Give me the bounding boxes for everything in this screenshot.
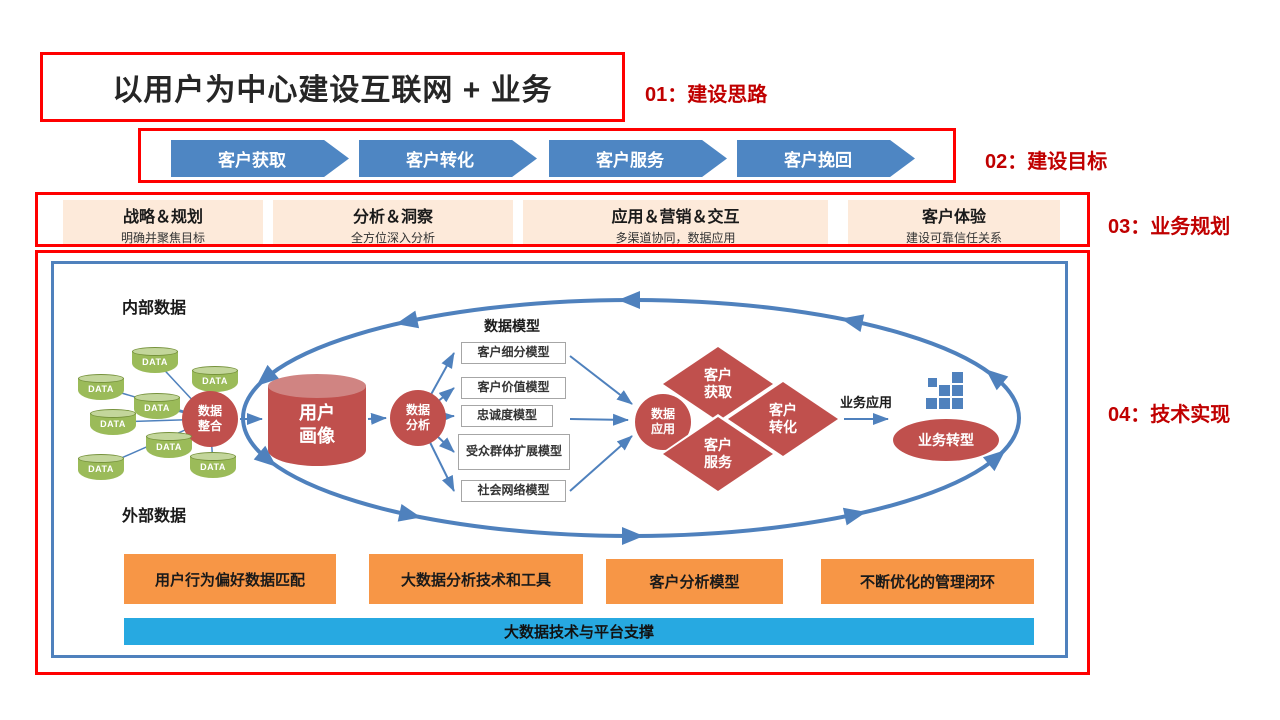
plan-item-title: 客户体验 — [921, 209, 986, 226]
data-analysis-node: 数据 分析 — [390, 390, 446, 446]
data-cylinder: DATA — [78, 454, 124, 481]
plan-item-subtitle: 建设可靠信任关系 — [905, 231, 1002, 245]
goal-chevron-service: 客户服务 — [549, 140, 727, 177]
diamond-acquisition-label: 客户 获取 — [704, 367, 732, 400]
model-box-audience-expansion: 受众群体扩展模型 — [458, 434, 570, 470]
model-box-loyalty: 忠诚度模型 — [461, 405, 553, 427]
data-cylinder: DATA — [90, 409, 136, 436]
internal-data-label: 内部数据 — [122, 300, 187, 317]
models-title: 数据模型 — [484, 318, 540, 334]
section-label-02: 02：建设目标 — [985, 151, 1108, 173]
plan-item-title: 战略＆规划 — [122, 209, 203, 226]
plan-item-title: 分析＆洞察 — [352, 209, 433, 226]
plan-item-subtitle: 全方位深入分析 — [350, 231, 435, 245]
cubes-icon — [926, 368, 966, 412]
model-box-value: 客户价值模型 — [461, 377, 566, 399]
plan-item-strategy: 战略＆规划 明确并聚焦目标 — [63, 200, 263, 245]
plan-box: 战略＆规划 明确并聚焦目标 分析＆洞察 全方位深入分析 应用＆营销＆交互 多渠道… — [35, 192, 1090, 247]
cylinder-top — [190, 452, 236, 461]
data-integration-node: 数据 整合 — [182, 391, 238, 447]
user-profile-label: 用户 画像 — [299, 403, 335, 446]
business-application-label: 业务应用 — [840, 395, 893, 410]
cylinder-top — [90, 409, 136, 418]
cylinder-top — [78, 454, 124, 463]
plan-item-title: 应用＆营销＆交互 — [611, 209, 740, 226]
plan-item-experience: 客户体验 建设可靠信任关系 — [848, 200, 1060, 245]
cylinder-top — [78, 374, 124, 383]
cycle-arrowheads — [253, 291, 1009, 545]
capability-box-customer-model: 客户分析模型 — [606, 559, 783, 604]
cylinder-top — [134, 393, 180, 402]
business-transformation-oval: 业务转型 — [893, 419, 999, 461]
section-label-03: 03：业务规划 — [1108, 216, 1231, 238]
user-profile-cylinder: 用户 画像 — [268, 374, 366, 466]
plan-item-analysis: 分析＆洞察 全方位深入分析 — [273, 200, 513, 245]
business-transformation-label: 业务转型 — [918, 432, 974, 448]
data-cylinder: DATA — [192, 366, 238, 393]
cylinder-top — [146, 432, 192, 441]
cylinder-top — [132, 347, 178, 356]
section-label-04: 04：技术实现 — [1108, 404, 1231, 426]
data-cylinder: DATA — [146, 432, 192, 459]
model-box-social-network: 社会网络模型 — [461, 480, 566, 502]
platform-bar: 大数据技术与平台支撑 — [124, 618, 1034, 645]
plan-item-application: 应用＆营销＆交互 多渠道协同，数据应用 — [523, 200, 828, 245]
diamond-service-label: 客户 服务 — [704, 437, 732, 470]
data-analysis-label: 数据 分析 — [405, 403, 430, 432]
capability-box-bigdata-tools: 大数据分析技术和工具 — [369, 554, 583, 604]
data-cylinder: DATA — [78, 374, 124, 401]
external-data-label: 外部数据 — [122, 508, 187, 525]
page-title: 以用户为中心建设互联网 + 业务 — [112, 74, 553, 107]
goal-chevron-retention: 客户挽回 — [737, 140, 915, 177]
cylinder-top — [192, 366, 238, 375]
tech-inner-frame: 内部数据 外部数据 DATA DATA DATA DATA DATA DATA … — [51, 261, 1068, 658]
plan-item-subtitle: 明确并聚焦目标 — [120, 231, 205, 245]
tech-box: 内部数据 外部数据 DATA DATA DATA DATA DATA DATA … — [35, 250, 1090, 675]
section-label-01: 01：建设思路 — [645, 84, 768, 106]
data-integration-label: 数据 整合 — [197, 404, 222, 433]
data-cylinder: DATA — [190, 452, 236, 479]
capability-box-optimization-loop: 不断优化的管理闭环 — [821, 559, 1034, 604]
plan-item-subtitle: 多渠道协同，数据应用 — [615, 231, 736, 245]
goals-box: 客户获取 客户转化 客户服务 客户挽回 — [138, 128, 956, 183]
capability-box-matching: 用户行为偏好数据匹配 — [124, 554, 336, 604]
model-box-segmentation: 客户细分模型 — [461, 342, 566, 364]
cylinder-top — [268, 374, 366, 398]
goal-chevron-conversion: 客户转化 — [359, 140, 537, 177]
title-box: 以用户为中心建设互联网 + 业务 — [40, 52, 625, 122]
diamond-conversion-label: 客户 转化 — [769, 402, 797, 435]
data-cylinder: DATA — [134, 393, 180, 420]
goal-chevron-acquisition: 客户获取 — [171, 140, 349, 177]
data-application-label: 数据 应用 — [650, 407, 675, 436]
data-cylinder: DATA — [132, 347, 178, 374]
